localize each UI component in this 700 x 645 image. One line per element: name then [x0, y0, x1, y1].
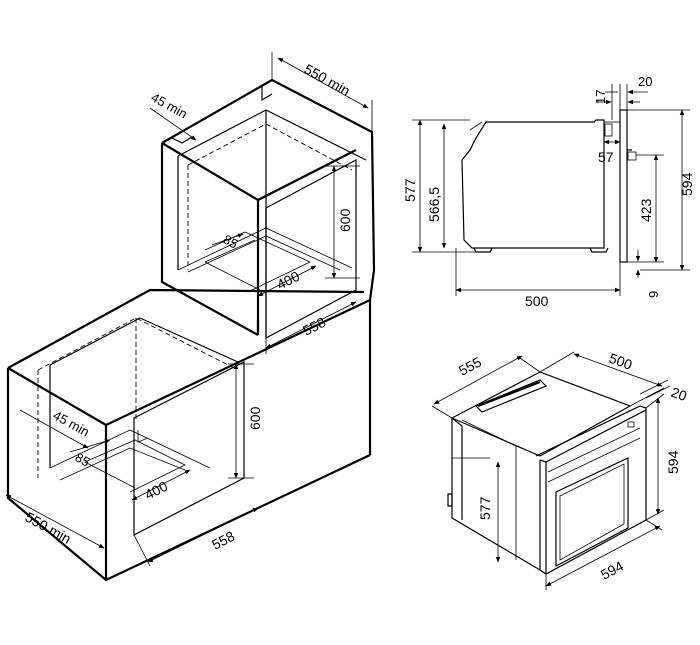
side-depth-label: 500	[525, 293, 549, 309]
side-front-9-label: 9	[646, 291, 661, 298]
side-front-20-label: 20	[638, 74, 652, 89]
iso-front-width-label: 594	[598, 557, 626, 582]
tall-cabinet-drawing	[160, 78, 376, 339]
under-opening-width-label: 558	[209, 528, 237, 553]
iso-body-height-label: 577	[477, 496, 493, 520]
oven-isometric-view: 555 500 20 594 577 594	[431, 350, 689, 590]
side-front-17-label: 17	[593, 90, 608, 104]
tall-height-label: 600	[337, 208, 353, 232]
tall-width-min-label: 550 min	[302, 61, 353, 99]
tall-gap-min-label: 45 min	[149, 90, 190, 122]
tall-cabinet-dimensions: 550 min 45 min 600 85 400 558	[149, 52, 373, 354]
under-depth-offset-label: 85	[73, 450, 93, 470]
side-front-57-label: 57	[598, 149, 614, 165]
side-front-height-label: 594	[679, 172, 695, 196]
tall-vent-width-label: 400	[274, 268, 302, 293]
tall-depth-offset-label: 85	[221, 232, 241, 252]
side-total-height-label: 577	[402, 178, 418, 202]
iso-depth-label: 555	[456, 353, 484, 378]
under-vent-width-label: 400	[142, 478, 170, 503]
iso-front-height-label: 594	[665, 450, 681, 474]
under-width-min-label: 550 min	[23, 509, 74, 547]
iso-body-depth-label: 500	[607, 350, 635, 373]
under-height-label: 600	[247, 406, 263, 430]
side-body-height-label: 566,5	[426, 187, 442, 222]
side-front-423-label: 423	[638, 198, 654, 222]
oven-side-view: 577 566,5 500 17 20 57 423 594	[402, 74, 695, 309]
iso-front-thickness-label: 20	[669, 384, 689, 404]
